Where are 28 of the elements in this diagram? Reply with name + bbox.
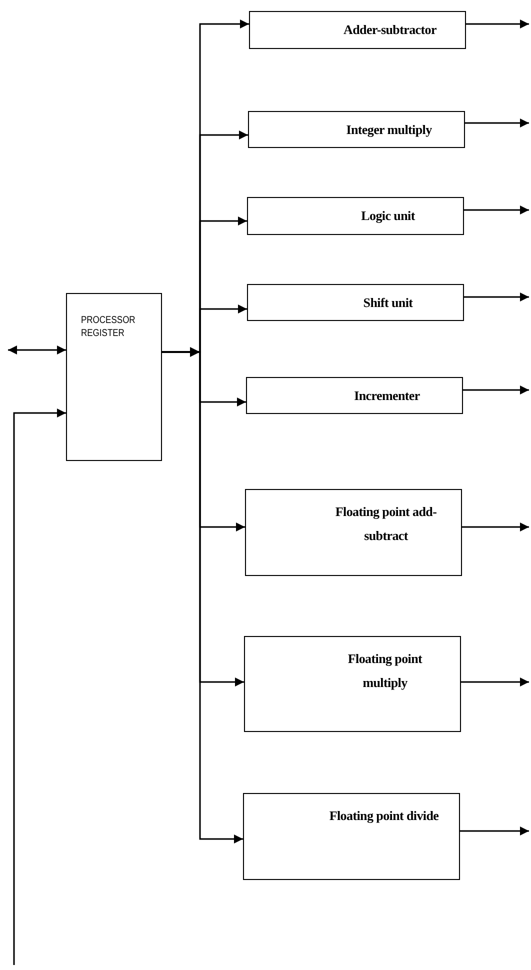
unit-label: Floating point add-subtract [334, 503, 438, 545]
unit-box [247, 197, 464, 235]
unit-label: Adder-subtractor [342, 21, 438, 39]
arrow [463, 386, 529, 394]
unit-label: Logic unit [360, 207, 416, 225]
arrow [462, 522, 529, 532]
unit-label: Integer multiply [345, 121, 433, 139]
arrow [466, 20, 529, 28]
unit-box [248, 111, 465, 148]
arrow [464, 292, 529, 302]
unit-label: Shift unit [362, 294, 414, 312]
arrow [460, 826, 529, 836]
unit-label: Floating point divide [328, 807, 440, 825]
arrow [461, 678, 529, 686]
unit-box [243, 793, 460, 880]
unit-box [244, 636, 461, 732]
register-box [66, 293, 162, 461]
register-label: PROCESSOR REGISTER [81, 314, 136, 340]
unit-box [247, 284, 464, 321]
arrow [465, 118, 529, 128]
unit-label: Floating point multiply [346, 650, 424, 692]
arrow [464, 206, 529, 214]
unit-box [246, 377, 463, 414]
arrow [8, 346, 66, 354]
arrow [13, 408, 66, 965]
unit-box [249, 11, 466, 49]
unit-box [245, 489, 462, 576]
unit-label: Incrementer [353, 387, 421, 405]
